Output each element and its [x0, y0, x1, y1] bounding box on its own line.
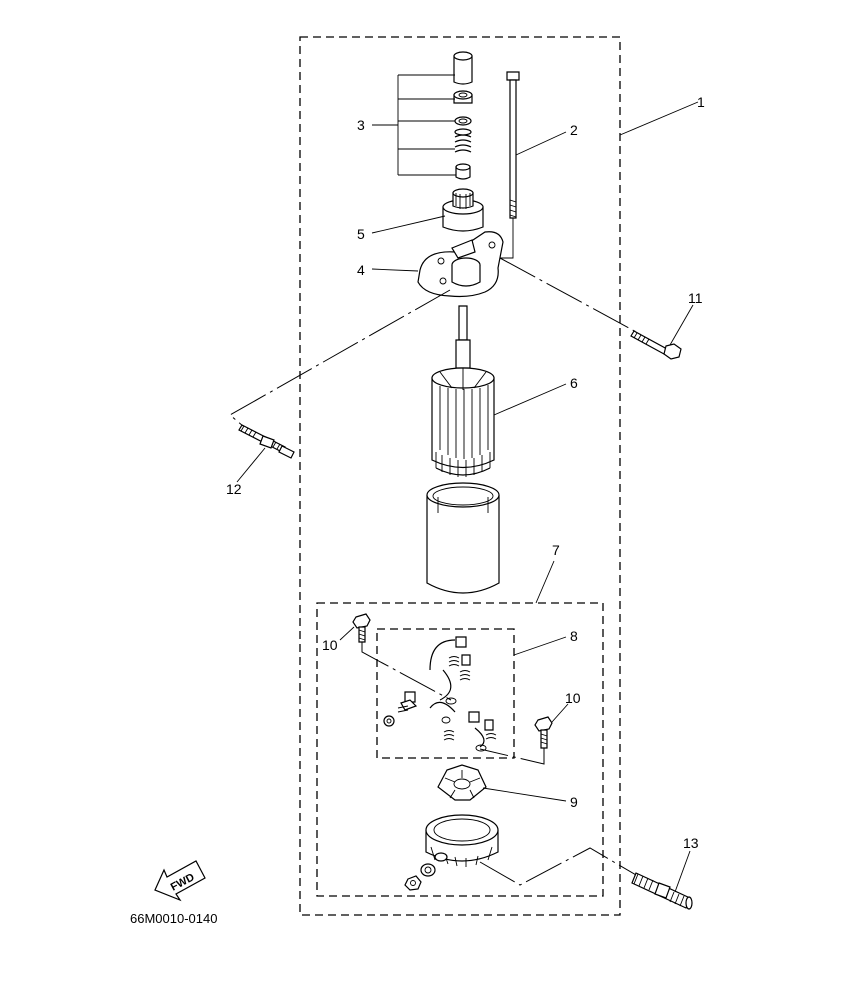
- callout-10-right: 10: [565, 690, 581, 706]
- leader-7: [535, 560, 555, 604]
- callout-3: 3: [357, 117, 365, 133]
- brush-set: [383, 636, 497, 752]
- callout-9: 9: [570, 794, 578, 810]
- leader-5: [371, 215, 446, 234]
- alignment-line-10-upper: [361, 642, 452, 701]
- callout-7: 7: [552, 542, 560, 558]
- leader-6: [493, 383, 567, 416]
- starter-assembly-boundary: [299, 36, 621, 916]
- leader-1: [619, 101, 699, 136]
- rear-cover: [404, 814, 499, 891]
- callout-11: 11: [688, 290, 703, 306]
- end-cover-boundary: [316, 602, 604, 897]
- callout-12: 12: [226, 481, 242, 497]
- bolt-11: [630, 330, 682, 360]
- leader-4: [371, 268, 419, 272]
- front-bracket: [417, 231, 504, 298]
- callout-8: 8: [570, 628, 578, 644]
- alignment-line-10-right: [479, 748, 545, 765]
- leader-8: [513, 636, 567, 656]
- screw-right: [534, 716, 553, 749]
- alignment-line-13: [479, 847, 637, 886]
- through-bolt: [506, 71, 520, 219]
- callout-13: 13: [683, 835, 699, 851]
- leader-9: [482, 787, 567, 802]
- pinion-gear: [442, 188, 484, 232]
- leader-2: [515, 131, 567, 156]
- screw-upper: [352, 613, 371, 643]
- callout-bracket-3: [372, 74, 456, 176]
- leader-10-upper: [339, 626, 355, 641]
- drawing-code: 66M0010-0140: [130, 911, 217, 926]
- leader-10-right: [551, 703, 569, 723]
- yoke-housing: [426, 482, 500, 594]
- callout-1: 1: [697, 94, 705, 110]
- callout-2: 2: [570, 122, 578, 138]
- callout-10-upper: 10: [322, 637, 338, 653]
- fwd-arrow-icon: FWD: [154, 860, 206, 902]
- callout-5: 5: [357, 226, 365, 242]
- brush-holder: [437, 764, 487, 801]
- callout-4: 4: [357, 262, 365, 278]
- callout-6: 6: [570, 375, 578, 391]
- bolt-13: [631, 872, 693, 910]
- armature: [431, 305, 495, 477]
- leader-12: [236, 447, 266, 483]
- leader-11: [669, 304, 694, 346]
- alignment-line-12: [229, 289, 451, 427]
- alignment-line-2: [500, 218, 514, 259]
- brush-set-boundary: [376, 628, 515, 759]
- leader-13: [674, 850, 691, 893]
- alignment-line-11: [499, 257, 641, 335]
- pinion-stop-kit: [453, 51, 473, 180]
- stud-bolt-12: [238, 424, 295, 459]
